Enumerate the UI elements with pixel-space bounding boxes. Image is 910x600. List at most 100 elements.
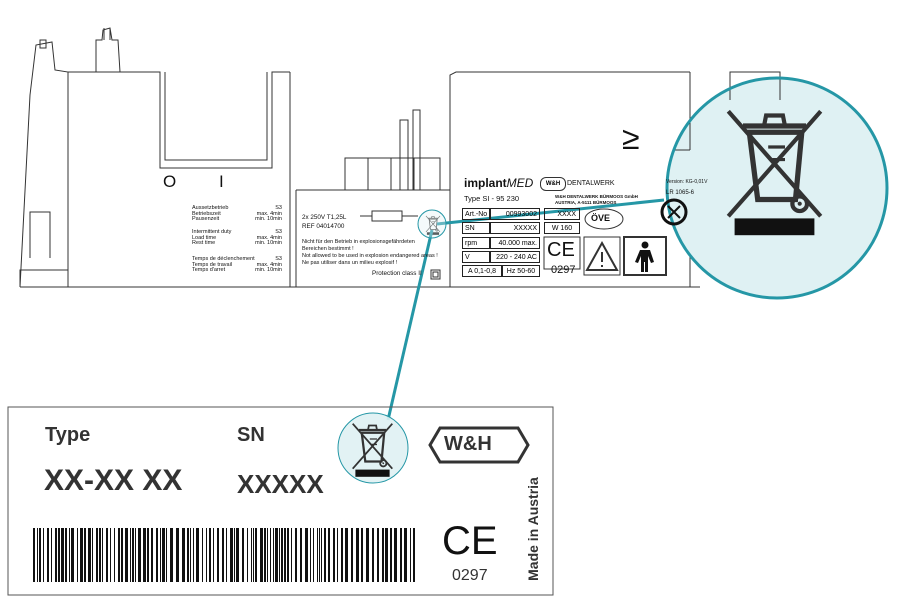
barcode-bar	[279, 528, 280, 582]
barcode-bar	[55, 528, 57, 582]
duty-2-l2: Temps d'arret	[192, 267, 226, 273]
rating-label-0: Art.-No	[462, 208, 490, 220]
barcode-bar	[236, 528, 239, 582]
barcode-bar	[321, 528, 322, 582]
barcode-bar	[382, 528, 384, 582]
barcode-bar	[291, 528, 292, 582]
barcode-bar	[341, 528, 343, 582]
barcode-bar	[310, 528, 311, 582]
duty-1-l1: Load time	[192, 234, 217, 241]
duty-2-v2: min. 10min	[255, 267, 282, 273]
fuse-ref: REF 04014700	[302, 223, 345, 230]
housing-left	[19, 41, 69, 288]
duty-2-l1: Temps de travail	[192, 261, 233, 268]
barcode-bar	[209, 528, 211, 582]
barcode-bar	[182, 528, 185, 582]
barcode-bar	[43, 528, 44, 582]
protection-class: Protection class II	[372, 270, 422, 277]
switch-off-label: O	[163, 172, 177, 191]
w-box: W 160	[544, 222, 580, 234]
label-ce-mark: CE	[442, 519, 498, 563]
magnifier-small	[338, 413, 408, 483]
label-type-value: XX-XX XX	[44, 464, 183, 497]
warning-1: Nicht für den Betrieb in explosionsgefäh…	[302, 239, 415, 245]
barcode-bar	[202, 528, 203, 582]
barcode-bar	[138, 528, 141, 582]
label-sn-heading: SN	[237, 424, 265, 446]
barcode-bar	[88, 528, 91, 582]
barcode-bar	[84, 528, 86, 582]
barcode-bar	[92, 528, 93, 582]
barcode-bar	[193, 528, 194, 582]
maker-line2: AUSTRIA, A-5111 BÜRMOOS	[555, 200, 617, 205]
barcode-bar	[196, 528, 199, 582]
barcode-bar	[58, 528, 60, 582]
barcode-bar	[319, 528, 320, 582]
duty-0-l2: Pausenzeit	[192, 216, 220, 222]
rating-amp: A 0,1-0,8	[462, 265, 502, 277]
barcode-bar	[275, 528, 278, 582]
barcode-bar	[170, 528, 173, 582]
duty-0-v2: min. 10min	[255, 216, 282, 222]
barcode-bar	[253, 528, 254, 582]
barcode-bar	[260, 528, 263, 582]
pedal-symbol: ≥	[622, 120, 640, 156]
barcode-bar	[121, 528, 123, 582]
warning-4: Ne pas utiliser dans un milieu explosif …	[302, 260, 398, 266]
barcode-bar	[187, 528, 189, 582]
label-made-in: Made in Austria	[525, 477, 541, 581]
barcode-bar	[135, 528, 136, 582]
barcode-bar	[156, 528, 158, 582]
barcode-bar	[351, 528, 353, 582]
barcode-bar	[125, 528, 128, 582]
maker-name: DENTALWERK	[567, 180, 615, 187]
barcode-bar	[366, 528, 369, 582]
barcode-bar	[162, 528, 165, 582]
barcode-bar	[118, 528, 120, 582]
barcode-bar	[270, 528, 271, 582]
barcode-bar	[295, 528, 297, 582]
duty-0-l1: Betriebszeit	[192, 210, 221, 217]
duty-1-v2: min. 10min	[255, 240, 282, 246]
ove-mark: ÖVE	[591, 213, 611, 223]
cert-lr: LR 1065-6	[666, 190, 695, 196]
barcode-bar	[390, 528, 392, 582]
barcode-bar	[247, 528, 248, 582]
duty-2-v1: max. 4min	[256, 261, 282, 268]
barcode-bar	[222, 528, 224, 582]
barcode-bar	[190, 528, 191, 582]
barcode-bar	[284, 528, 286, 582]
rating-label-1: SN	[462, 222, 490, 234]
barcode-bar	[333, 528, 335, 582]
housing-clip	[95, 27, 121, 73]
label-ce-number: 0297	[452, 567, 488, 584]
barcode-bar	[132, 528, 134, 582]
rating-label-2: rpm	[462, 237, 490, 249]
ce-mark: CE	[547, 239, 575, 261]
label-logo: W&H	[444, 433, 492, 455]
barcode-bar	[372, 528, 374, 582]
barcode-bar	[77, 528, 78, 582]
duty-0-mode: Aussetzbetrieb	[192, 205, 229, 211]
barcode-bar	[267, 528, 268, 582]
barcode-bar	[206, 528, 207, 582]
barcode-bar	[217, 528, 219, 582]
callout-line-label	[386, 229, 434, 421]
barcode-bar	[361, 528, 363, 582]
warning-3: Not allowed to be used in explosion enda…	[302, 253, 438, 259]
barcode-bar	[69, 528, 70, 582]
barcode-bar	[264, 528, 266, 582]
barcode-bar	[328, 528, 330, 582]
barcode-bar	[413, 528, 415, 582]
barcode-bar	[33, 528, 35, 582]
fuse-line: 2x 250V T1,25L	[302, 214, 347, 221]
barcode-bar	[37, 528, 38, 582]
barcode-bar	[106, 528, 108, 582]
barcode-bar	[255, 528, 257, 582]
barcode-bar	[61, 528, 64, 582]
barcode-bar	[273, 528, 274, 582]
barcode-bar	[377, 528, 379, 582]
barcode-bar	[130, 528, 131, 582]
